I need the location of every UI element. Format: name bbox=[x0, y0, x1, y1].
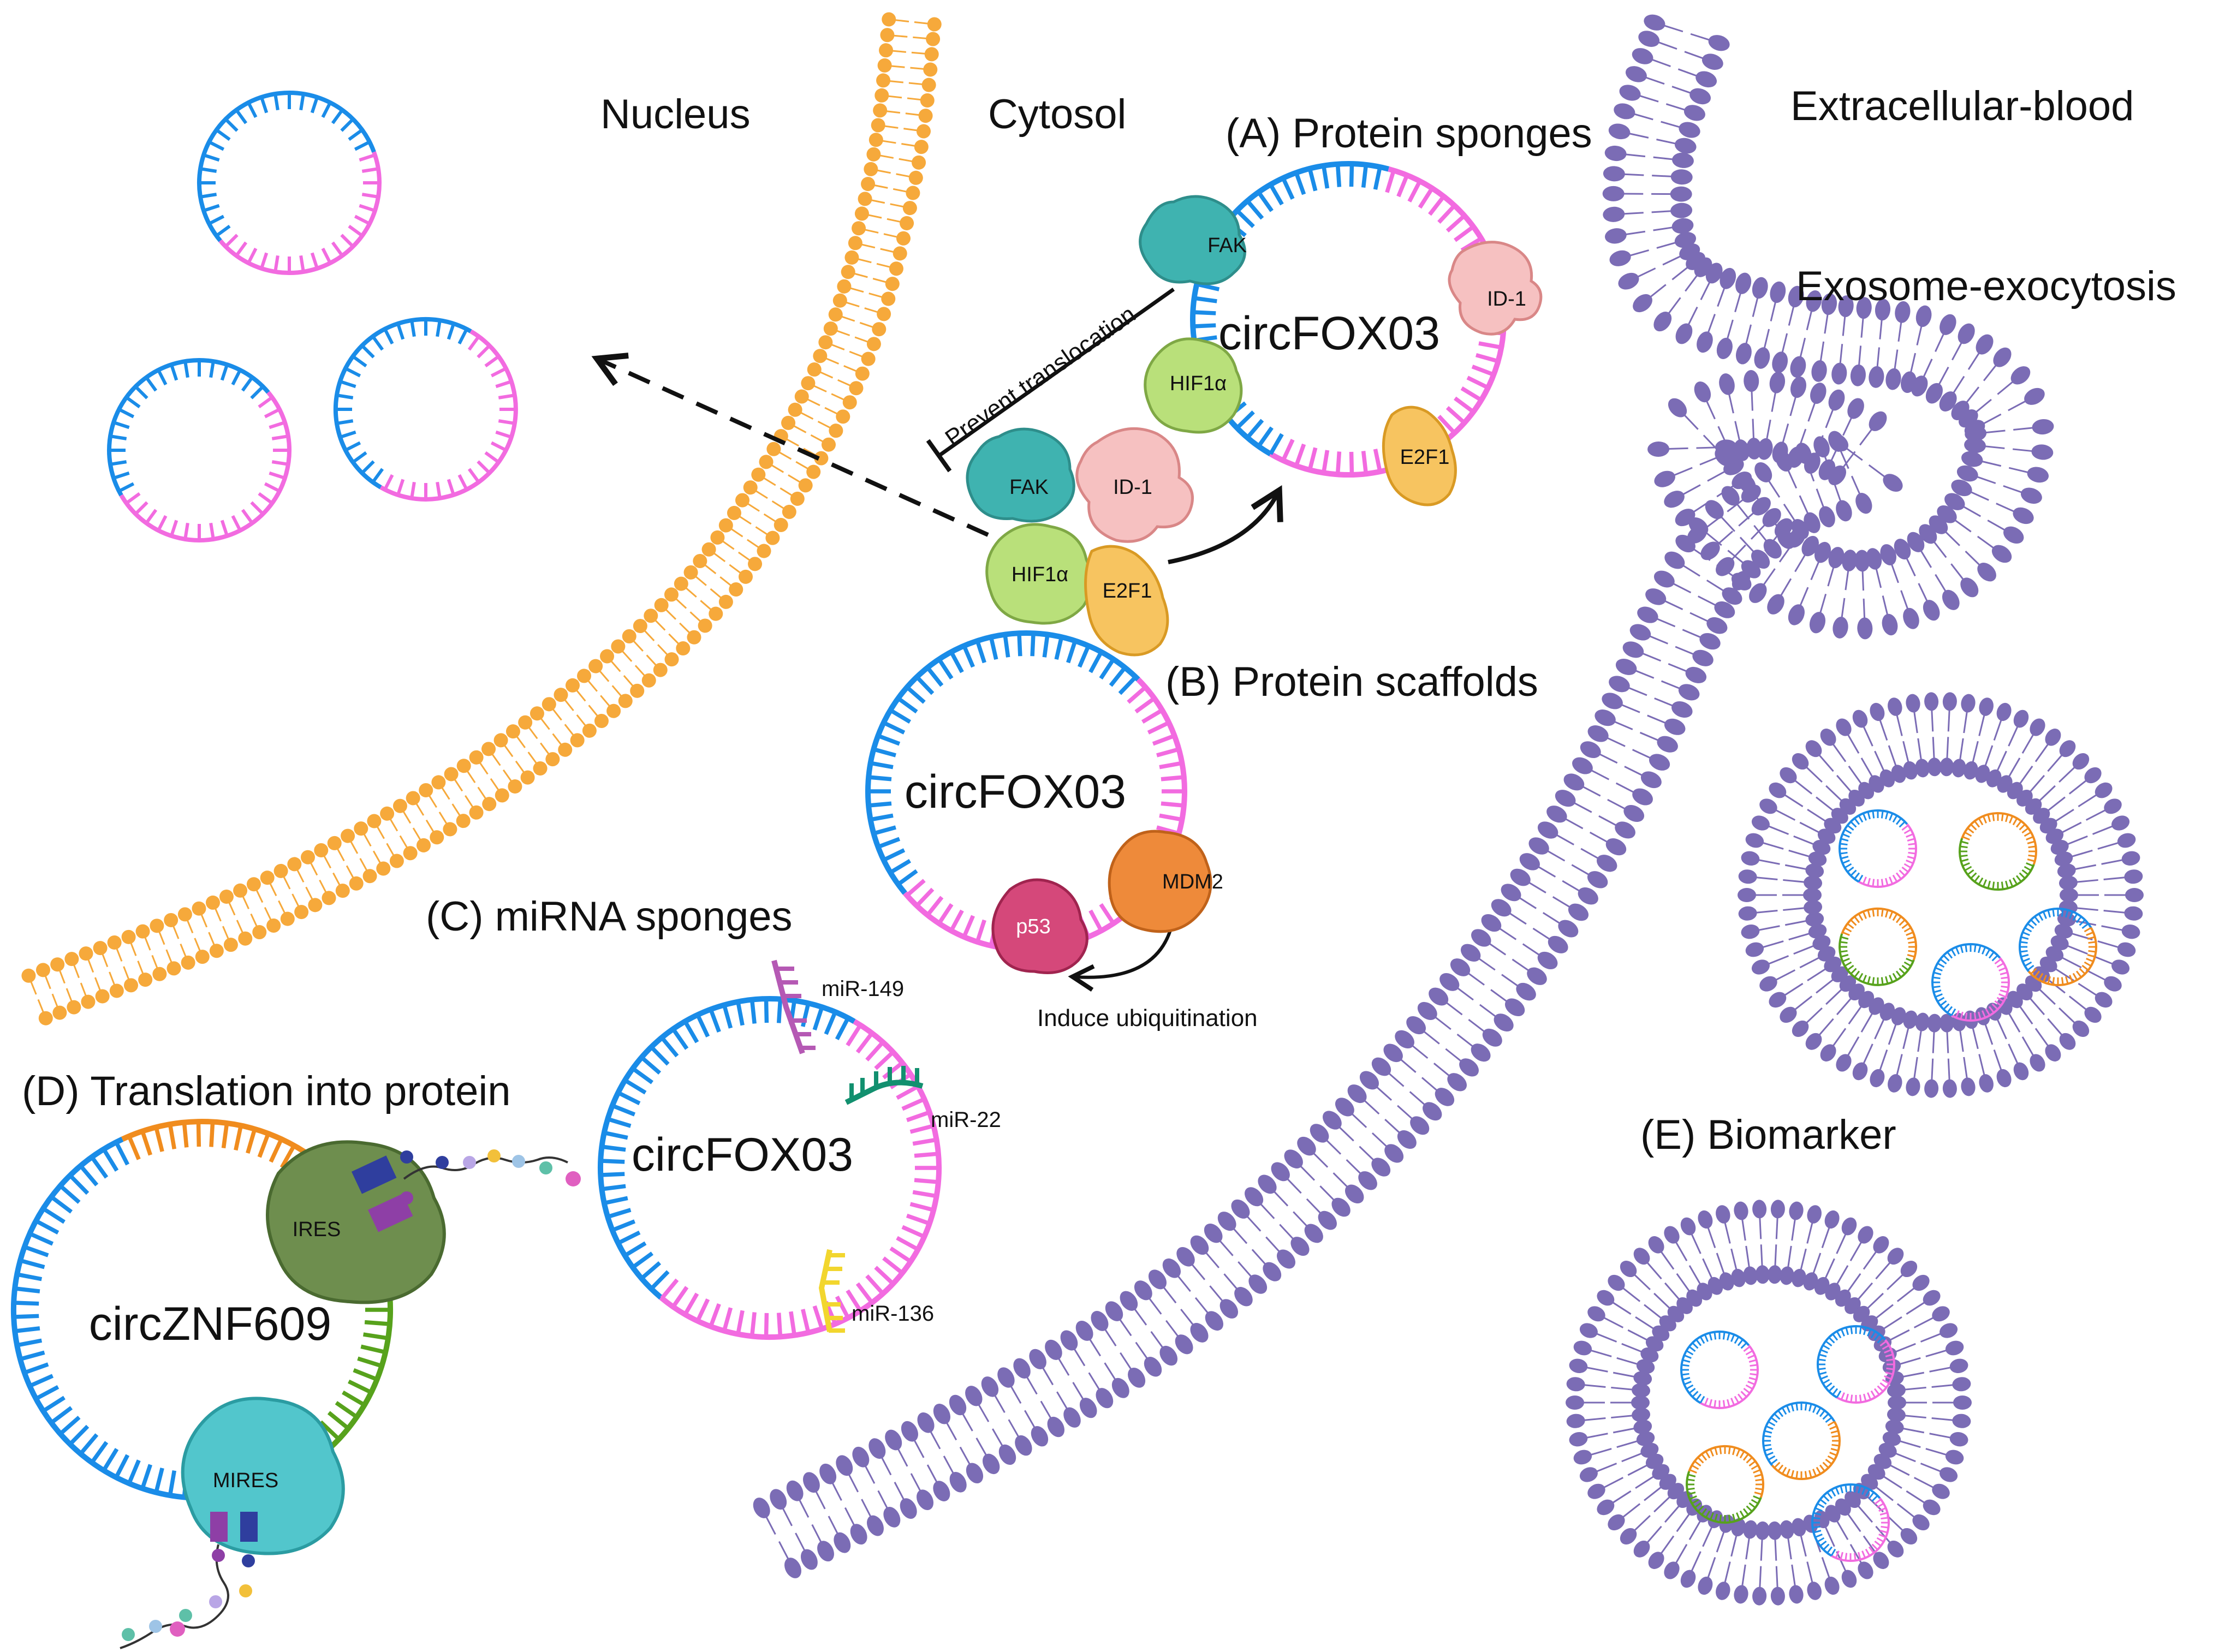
id1-free-label: ID-1 bbox=[1113, 476, 1152, 499]
e2f1-free-protein: E2F1 bbox=[1086, 546, 1168, 655]
nucleus-label: Nucleus bbox=[600, 91, 751, 138]
mdm2-label: MDM2 bbox=[1162, 870, 1223, 893]
exosome-lower bbox=[1566, 1200, 1972, 1606]
exosome-upper-circrna-1 bbox=[1840, 810, 1916, 887]
section-c-title: (C) miRNA sponges bbox=[426, 893, 793, 940]
proteins: FAK ID-1 HIF1α E2F1 FAK ID-1 HIF1α E2F1 bbox=[120, 196, 1541, 1648]
e2f1-free-label: E2F1 bbox=[1103, 580, 1152, 603]
mir-22-label: miR-22 bbox=[931, 1108, 1001, 1132]
nucleus-ring-2 bbox=[109, 360, 289, 540]
p53-label: p53 bbox=[1016, 915, 1050, 938]
prevent-translocation-label: Prevent translocation bbox=[941, 301, 1141, 452]
hif1a-free-protein: HIF1α bbox=[987, 524, 1091, 623]
nascent-peptide-mires bbox=[120, 1544, 255, 1648]
e2f1-bound-label: E2F1 bbox=[1400, 446, 1450, 469]
fak-bound-protein: FAK bbox=[1140, 196, 1247, 284]
circfoxo-a-label: circFOX03 bbox=[1218, 307, 1440, 360]
mir-136-label: miR-136 bbox=[852, 1302, 934, 1326]
exosome-lower-circrna-2 bbox=[1818, 1326, 1894, 1403]
circfoxo-c-label: circFOX03 bbox=[632, 1129, 853, 1181]
mir-136-glyph bbox=[822, 1250, 845, 1332]
hif1a-free-label: HIF1α bbox=[1012, 563, 1068, 586]
id1-free-protein: ID-1 bbox=[1077, 428, 1193, 541]
section-e-title: (E) Biomarker bbox=[1640, 1112, 1896, 1158]
exosome-lower-circrna-3 bbox=[1763, 1403, 1840, 1479]
exosome-lower-circrna-4 bbox=[1687, 1446, 1763, 1523]
exosome-label: Exosome-exocytosis bbox=[1796, 263, 2176, 309]
section-d-title: (D) Translation into protein bbox=[22, 1068, 511, 1114]
nucleus-ring-3 bbox=[336, 319, 516, 499]
circfoxo-b-label: circFOX03 bbox=[905, 766, 1126, 818]
mires-ribosome: MIRES bbox=[183, 1398, 343, 1553]
ires-label: IRES bbox=[293, 1218, 341, 1241]
section-b-title: (B) Protein scaffolds bbox=[1165, 659, 1538, 705]
exosome-upper-circrna-4 bbox=[1932, 944, 2009, 1021]
ires-ribosome: IRES bbox=[267, 1142, 444, 1302]
fak-bound-label: FAK bbox=[1207, 234, 1247, 257]
circrna-rings bbox=[14, 93, 1504, 1498]
mdm2-protein: MDM2 bbox=[1109, 831, 1223, 932]
nucleus-ring-1 bbox=[199, 93, 379, 273]
exosome-upper-circrna-3 bbox=[1840, 909, 1916, 985]
hif1a-bound-label: HIF1α bbox=[1170, 372, 1227, 395]
cytosol-label: Cytosol bbox=[988, 91, 1126, 138]
id1-bound-label: ID-1 bbox=[1487, 288, 1526, 311]
induce-ubiquitination-label: Induce ubiquitination bbox=[1037, 1005, 1258, 1031]
nuclear-membrane bbox=[20, 11, 943, 1027]
mires-label: MIRES bbox=[213, 1469, 278, 1492]
mir-149-label: miR-149 bbox=[822, 977, 904, 1001]
p53-protein: p53 bbox=[993, 880, 1087, 973]
fak-free-protein: FAK bbox=[967, 429, 1074, 521]
fak-free-label: FAK bbox=[1009, 476, 1049, 499]
exosome-upper-circrna-2 bbox=[1960, 813, 2036, 890]
id1-bound-protein: ID-1 bbox=[1449, 242, 1541, 335]
prevent-translocation-bar bbox=[928, 440, 950, 471]
extracellular-label: Extracellular-blood bbox=[1790, 83, 2134, 129]
circznf609-label: circZNF609 bbox=[89, 1298, 331, 1350]
exosome-upper bbox=[1738, 692, 2144, 1098]
section-a-title: (A) Protein sponges bbox=[1225, 110, 1592, 157]
exosome-lower-circrna-1 bbox=[1681, 1332, 1758, 1408]
